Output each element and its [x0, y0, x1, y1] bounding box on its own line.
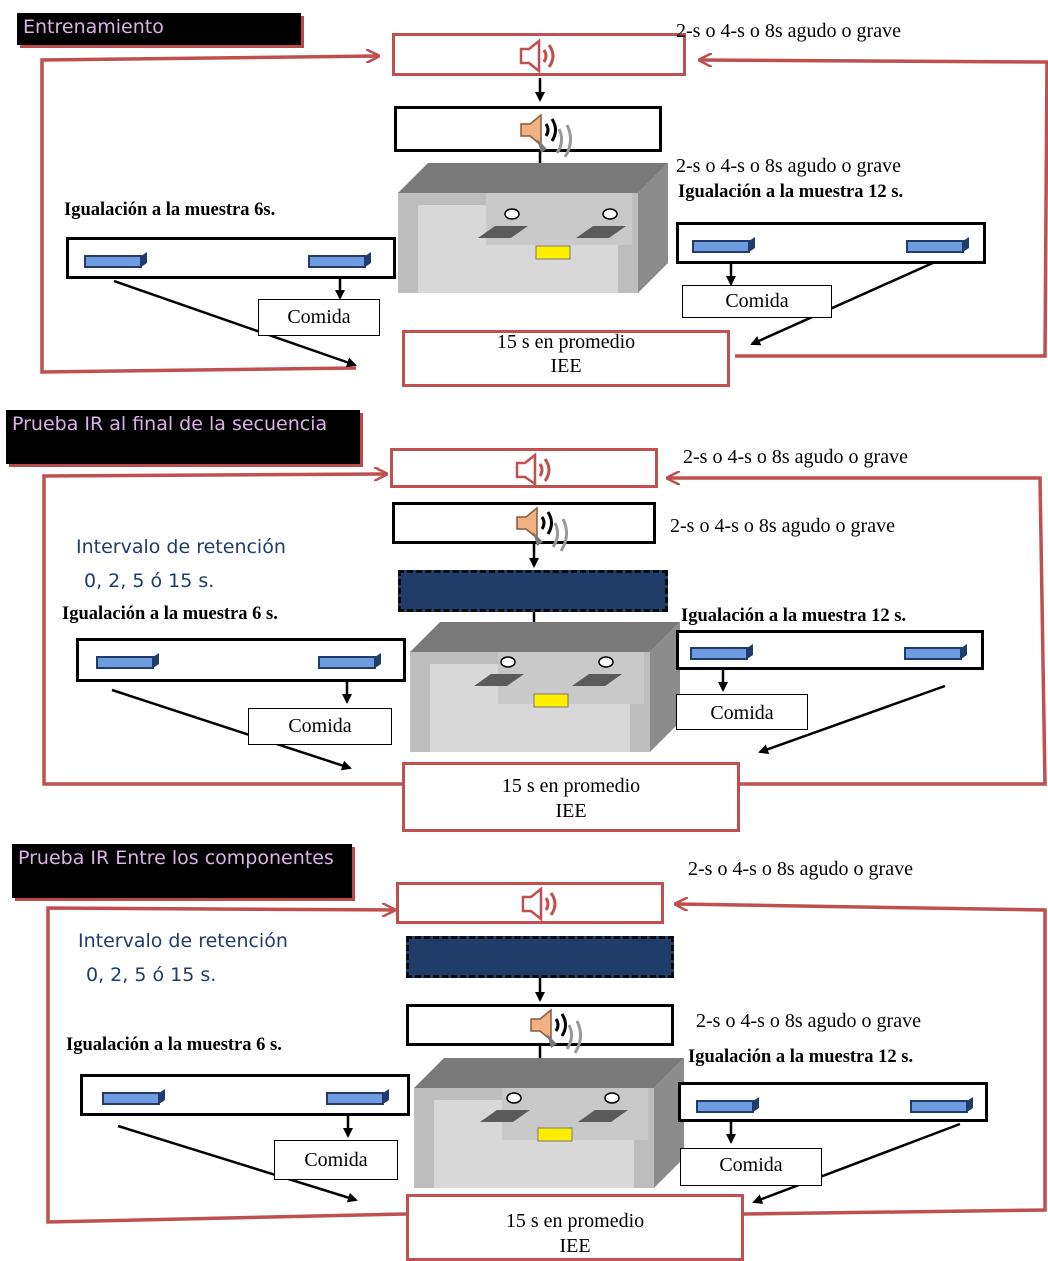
- arrow: [117, 1124, 358, 1203]
- food-label: Comida: [287, 306, 351, 328]
- match-12s-label: Igualación a la muestra 12 s.: [678, 182, 904, 202]
- arrow: [750, 260, 936, 346]
- speaker-icon: [515, 452, 551, 487]
- food-box: [676, 694, 808, 730]
- retention-interval-label: Intervalo de retención: [76, 536, 286, 558]
- operant-chamber-icon: [398, 163, 668, 293]
- match-6s-label: Igualación a la muestra 6 s.: [66, 1035, 282, 1055]
- speaker-sound-icon: [520, 113, 572, 158]
- iti-abbreviation-label: IEE: [550, 355, 582, 377]
- match-12s-label: Igualación a la muestra 12 s.: [688, 1047, 914, 1067]
- ir-end-right-loop-line: [668, 478, 1047, 786]
- lever-panel-6s: [76, 638, 406, 682]
- sample-duration-label: 2-s o 4-s o 8s agudo o grave: [688, 858, 913, 880]
- sample-stimulus-box: [396, 882, 664, 924]
- panel-title: Prueba IR al final de la secuencia: [6, 410, 360, 464]
- iti-duration-label: 15 s en promedio: [501, 775, 641, 797]
- food-box: [248, 708, 392, 745]
- arrow: [752, 1122, 961, 1204]
- food-box: [274, 1140, 398, 1180]
- sample-duration-label: 2-s o 4-s o 8s agudo o grave: [676, 20, 901, 42]
- iti-box: [402, 762, 740, 832]
- food-label: Comida: [725, 290, 789, 312]
- retention-values-label: 0, 2, 5 ó 15 s.: [86, 964, 217, 986]
- retention-interval-box: [398, 570, 668, 612]
- speaker-sound-icon: [516, 506, 568, 552]
- arrow: [758, 684, 946, 755]
- iti-box: [402, 330, 730, 387]
- iti-abbreviation-label: IEE: [555, 800, 587, 822]
- comparison-duration-label: 2-s o 4-s o 8s agudo o grave: [696, 1010, 921, 1032]
- food-box: [682, 285, 832, 318]
- operant-chamber-icon: [410, 622, 680, 752]
- iti-box: [406, 1194, 744, 1261]
- lever-panel-12s: [676, 630, 984, 670]
- arrow: [113, 279, 357, 368]
- food-label: Comida: [710, 702, 774, 724]
- comparison-stimulus-box: [392, 502, 656, 552]
- retention-interval-label: Intervalo de retención: [78, 930, 288, 952]
- lever-icon: [84, 252, 371, 268]
- match-12s-label: Igualación a la muestra 12 s.: [681, 606, 907, 626]
- ir-between-right-loop-line: [676, 904, 1047, 1216]
- speaker-icon: [521, 886, 557, 922]
- lever-icon: [696, 1097, 973, 1113]
- food-box: [258, 299, 380, 336]
- match-6s-label: Igualación a la muestra 6 s.: [62, 604, 278, 624]
- food-label: Comida: [288, 715, 352, 737]
- lever-icon: [102, 1089, 389, 1105]
- iti-duration-label: 15 s en promedio: [496, 331, 636, 353]
- panel-title: Entrenamiento: [17, 13, 301, 45]
- speaker-sound-icon: [530, 1008, 582, 1054]
- lever-icon: [692, 237, 969, 253]
- lever-panel-12s: [676, 222, 986, 264]
- comparison-stimulus-box: [394, 106, 662, 158]
- lever-icon: [96, 653, 381, 669]
- speaker-icon: [519, 38, 555, 74]
- iti-duration-label: 15 s en promedio: [505, 1210, 645, 1232]
- retention-values-label: 0, 2, 5 ó 15 s.: [84, 570, 215, 592]
- food-box: [680, 1148, 822, 1186]
- ir-end-left-loop-line: [42, 474, 402, 786]
- retention-interval-box: [406, 936, 674, 978]
- training-right-loop-line: [700, 60, 1048, 358]
- arrow: [111, 688, 352, 771]
- training-left-loop-line: [40, 56, 378, 374]
- food-label: Comida: [719, 1154, 783, 1176]
- sample-stimulus-box: [392, 33, 686, 76]
- lever-panel-6s: [80, 1074, 410, 1116]
- comparison-stimulus-box: [406, 1004, 674, 1054]
- ir-between-left-loop-line: [46, 908, 407, 1224]
- sample-stimulus-box: [390, 448, 658, 488]
- food-label: Comida: [304, 1149, 368, 1171]
- sample-duration-label: 2-s o 4-s o 8s agudo o grave: [683, 446, 908, 468]
- lever-panel-12s: [678, 1082, 988, 1122]
- panel-title: Prueba IR Entre los componentes: [12, 844, 352, 898]
- lever-panel-6s: [66, 237, 396, 279]
- lever-icon: [690, 644, 967, 660]
- operant-chamber-icon: [414, 1058, 684, 1188]
- comparison-duration-label: 2-s o 4-s o 8s agudo o grave: [670, 515, 895, 537]
- comparison-duration-label: 2-s o 4-s o 8s agudo o grave: [676, 155, 901, 177]
- match-6s-label: Igualación a la muestra 6s.: [64, 200, 276, 220]
- iti-abbreviation-label: IEE: [559, 1235, 591, 1257]
